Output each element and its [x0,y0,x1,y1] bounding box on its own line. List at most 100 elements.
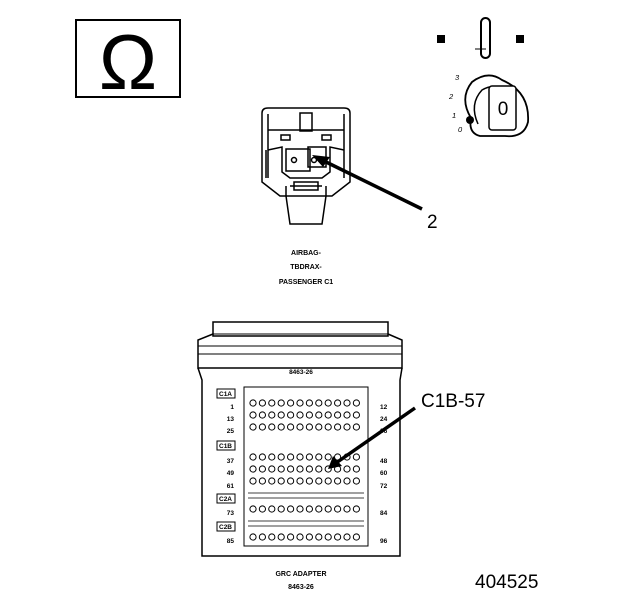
pin-25 [249,423,257,431]
pin-35 [343,423,351,431]
pin-75 [268,505,276,513]
pin-7 [305,399,313,407]
pin-10 [334,399,342,407]
section-labels: C1A C1B C2A C2B [216,388,236,532]
pin-92 [315,533,323,541]
section-label-c2b: C2B [219,524,232,531]
pin-43 [305,453,313,461]
pin-number-37: 37 [227,458,235,465]
pin-61 [249,477,257,485]
ignition-position-2: 2 [448,92,454,101]
pin-72 [352,477,360,485]
pin-14 [258,411,266,419]
pin-37 [249,453,257,461]
airbag-connector [261,107,351,225]
pin-16 [277,411,285,419]
adapter-name: GRC ADAPTER [275,571,326,578]
connector-label-line-2: TBDRAX- [290,264,322,271]
pin-number-1: 1 [230,404,234,411]
breakout-box [197,321,403,557]
pin-80 [315,505,323,513]
pin-31 [305,423,313,431]
pin-54 [296,465,304,473]
pin-33 [324,423,332,431]
ignition-position-3: 3 [455,73,460,82]
pin-27 [268,423,276,431]
pin-60 [352,465,360,473]
pin-5 [287,399,295,407]
pin-79 [305,505,313,513]
pin-83 [343,505,351,513]
pin-93 [324,533,332,541]
pin-74 [258,505,266,513]
pin-23 [343,411,351,419]
pin-number-24: 24 [380,416,388,423]
pin-62 [258,477,266,485]
pin-87 [268,533,276,541]
ignition-position-0: 0 [458,125,463,134]
ohmmeter-symbol: Ω [75,18,181,106]
figure-number: 404525 [475,572,538,593]
pin-56 [315,465,323,473]
pin-3 [268,399,276,407]
right-pin-numbers: 12 24 36 48 60 72 84 96 [380,404,388,545]
pin-95 [343,533,351,541]
pin-69 [324,477,332,485]
pin-55 [305,465,313,473]
pin-11 [343,399,351,407]
pin-89 [287,533,295,541]
pin-6 [296,399,304,407]
adapter-top-part-number: 8463-26 [289,369,313,376]
pin-number-72: 72 [380,483,388,490]
pin-86 [258,533,266,541]
pin-51 [268,465,276,473]
left-pin-numbers: 1 13 25 37 49 61 73 85 [227,404,235,545]
pin-number-13: 13 [227,416,235,423]
pin-38 [258,453,266,461]
pin-77 [287,505,295,513]
adapter-bottom-part-number: 8463-26 [288,584,314,591]
connector-label-line-3: PASSENGER C1 [279,279,333,286]
pin-number-12: 12 [380,404,388,411]
pin-number-96: 96 [380,538,388,545]
pin-39 [268,453,276,461]
pin-21 [324,411,332,419]
pin-68 [315,477,323,485]
pin-19 [305,411,313,419]
pin-52 [277,465,285,473]
pin-48 [352,453,360,461]
pin-13 [249,411,257,419]
pin-number-25: 25 [227,428,235,435]
pin-49 [249,465,257,473]
pin-66 [296,477,304,485]
pin-1 [249,399,257,407]
pin-30 [296,423,304,431]
pin-number-60: 60 [380,470,388,477]
pin-number-49: 49 [227,470,235,477]
pin-callout-arrow [335,406,416,465]
connector-label-line-1: AIRBAG- [291,250,322,257]
pin-number-85: 85 [227,538,235,545]
pin-88 [277,533,285,541]
pin-number-48: 48 [380,458,388,465]
pin-64 [277,477,285,485]
pin-26 [258,423,266,431]
pin-63 [268,477,276,485]
pin-94 [334,533,342,541]
pin-grid [248,399,364,541]
pin-41 [287,453,295,461]
pin-78 [296,505,304,513]
pin-84 [352,505,360,513]
pin-85 [249,533,257,541]
pin-90 [296,533,304,541]
connector-callout-arrow [323,159,423,211]
pin-12 [352,399,360,407]
pin-number-61: 61 [227,483,235,490]
pin-42 [296,453,304,461]
pin-22 [334,411,342,419]
ignition-key-label: 0 [498,99,509,120]
pin-81 [324,505,332,513]
ignition-switch-icon: 0 3 2 1 0 [437,17,529,138]
pin-65 [287,477,295,485]
